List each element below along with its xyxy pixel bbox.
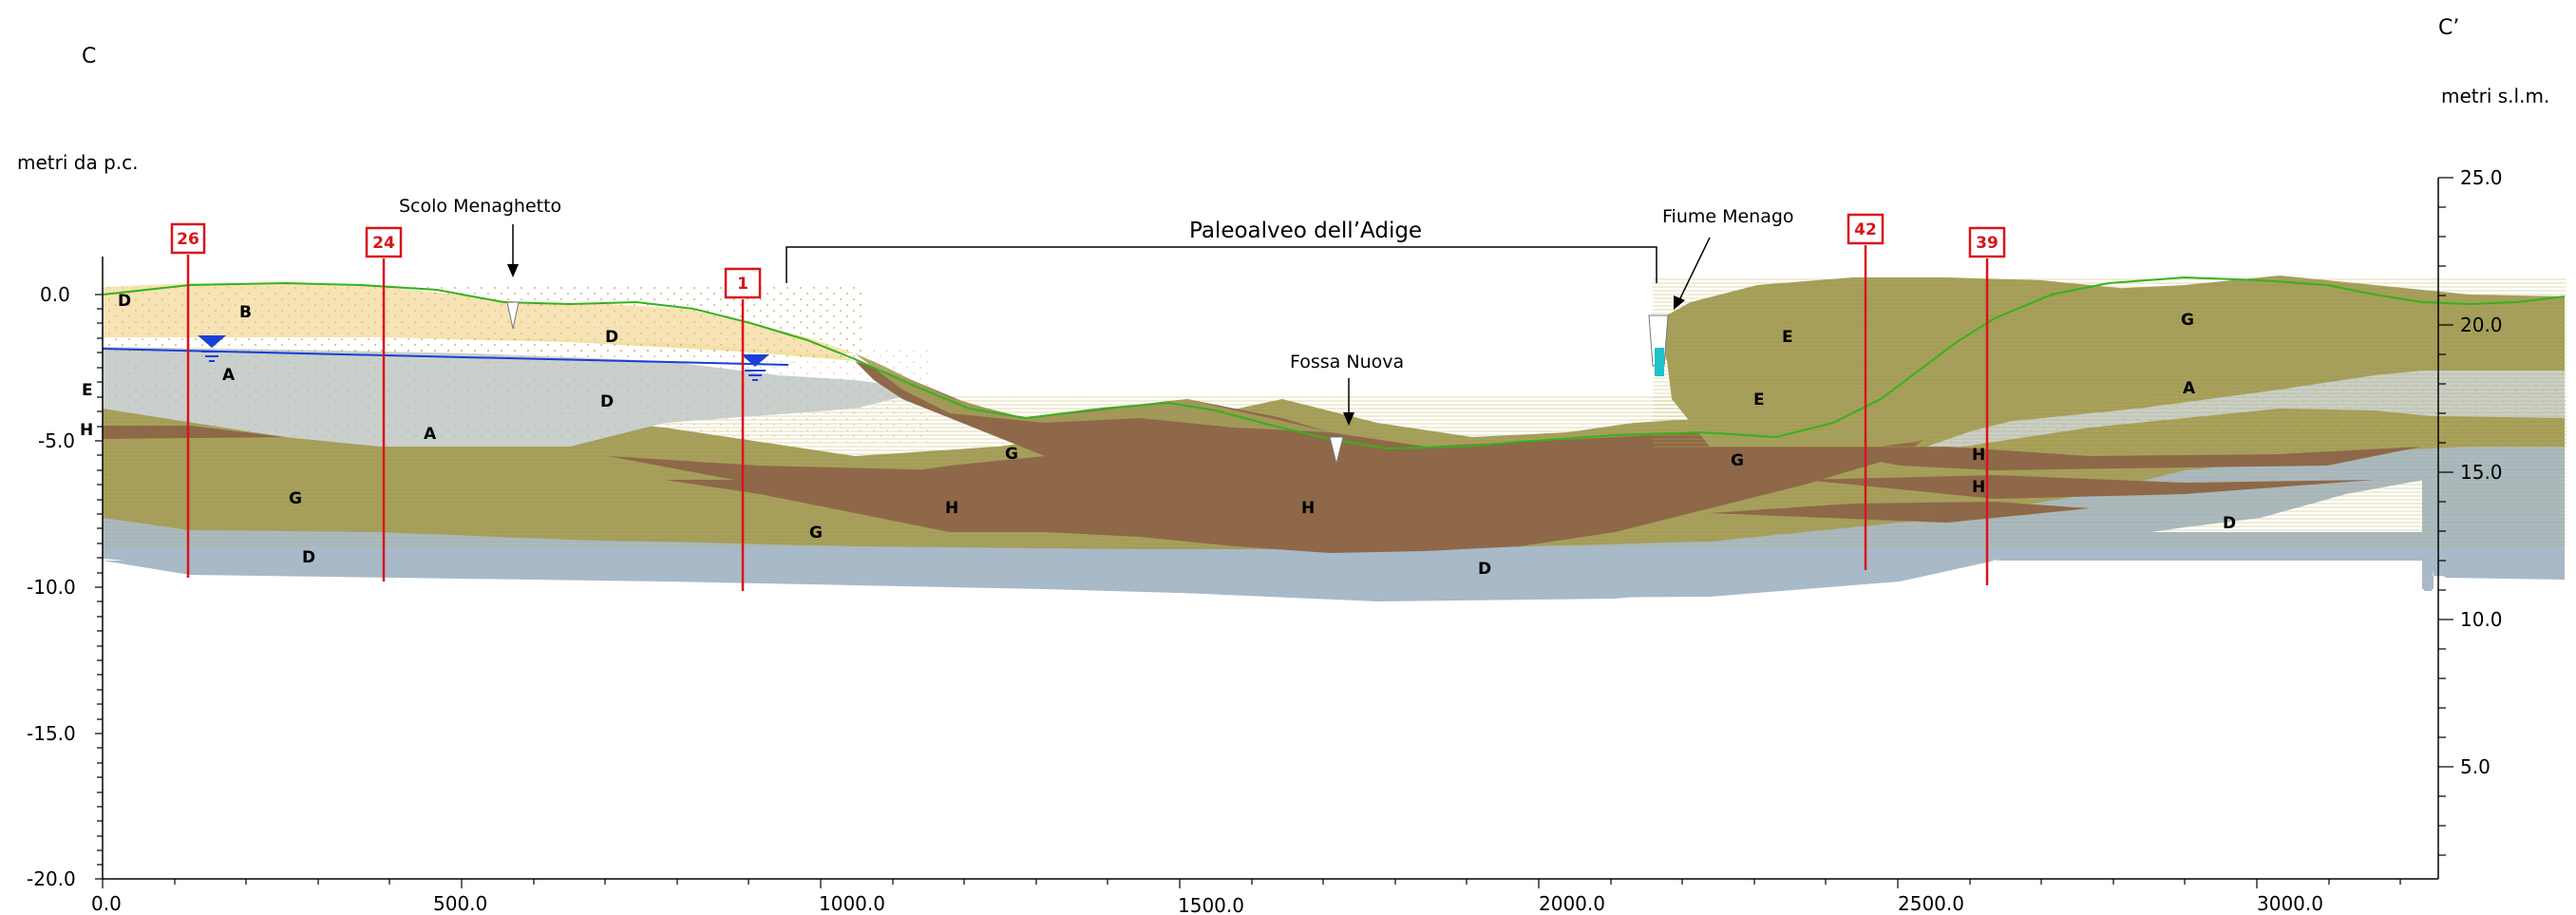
left-tick-label-1: -5.0: [38, 429, 75, 452]
left-axis: [102, 257, 2438, 880]
unit-g-1: G: [289, 489, 302, 508]
well-24-label: 24: [372, 234, 395, 253]
unit-g-3: G: [1005, 445, 1018, 464]
unit-h-1: H: [80, 421, 93, 440]
layer-peat-h-r1: [1805, 447, 2422, 470]
right-tick-label-0: 25.0: [2460, 166, 2503, 189]
scolo-menaghetto-label: Scolo Menaghetto: [399, 196, 561, 217]
right-tick-label-1: 20.0: [2460, 314, 2503, 336]
well-39[interactable]: 39: [1968, 226, 2006, 585]
unit-d-4: D: [302, 548, 315, 567]
right-tick-label-2: 15.0: [2460, 461, 2503, 484]
unit-d-2: D: [605, 328, 618, 347]
well-42-label: 42: [1854, 220, 1877, 239]
stratigraphy: [103, 276, 2567, 601]
bottom-tick-label-0: 0.0: [91, 892, 122, 915]
channel-fossa: [1329, 436, 1344, 465]
unit-e-3: E: [1753, 391, 1765, 410]
fiume-menago-label: Fiume Menago: [1662, 206, 1794, 227]
unit-b: B: [239, 303, 252, 322]
layer-base-clay-main: [103, 409, 2565, 601]
paleoalveo-bracket: [786, 246, 1657, 283]
unit-d-1: D: [118, 292, 131, 311]
unit-a-3: A: [2183, 379, 2196, 398]
channel-scolo: [506, 301, 520, 330]
bottom-tick-label-4: 2000.0: [1539, 892, 1605, 915]
unit-h-2: H: [945, 499, 958, 518]
left-tick-label-0: 0.0: [40, 283, 70, 306]
unit-g-2: G: [809, 524, 823, 543]
layer-peat-h-r3: [1710, 502, 2090, 523]
bottom-tick-label-3: 1500.0: [1178, 894, 1244, 915]
right-tick-label-4: 5.0: [2460, 755, 2491, 778]
right-tick-label-3: 10.0: [2460, 608, 2503, 631]
well-39-label: 39: [1976, 234, 1998, 253]
bottom-tick-label-6: 3000.0: [2257, 892, 2323, 915]
right-axis-ticks: [2438, 177, 2453, 856]
section-start-label: C: [82, 45, 96, 68]
layer-peat-h-r2: [1805, 475, 2375, 499]
water-table-marker-left: [198, 335, 226, 362]
layer-peat-h-1: [103, 426, 285, 439]
water-table-marker-right: [741, 354, 769, 381]
left-tick-label-3: -15.0: [27, 722, 76, 745]
unit-e-2: E: [1782, 328, 1793, 347]
left-tick-label-2: -10.0: [27, 576, 76, 599]
left-tick-label-4: -20.0: [27, 867, 76, 890]
unit-h-4: H: [1972, 446, 1985, 465]
unit-d-3: D: [600, 392, 614, 411]
fossa-nuova-label: Fossa Nuova: [1290, 352, 1404, 372]
well-1-label: 1: [737, 275, 748, 294]
left-axis-title: metri da p.c.: [17, 151, 138, 174]
unit-h-5: H: [1972, 478, 1985, 497]
unit-a-2: A: [424, 425, 437, 444]
paleoalveo-label: Paleoalveo dell’Adige: [1189, 219, 1422, 243]
right-axis-title: metri s.l.m.: [2441, 85, 2549, 107]
unit-g-4: G: [1731, 451, 1744, 470]
unit-d-5: D: [1478, 560, 1491, 579]
bottom-tick-label-5: 2500.0: [1898, 892, 1964, 915]
unit-a-1: A: [222, 366, 236, 385]
layer-peat-h-main: [665, 314, 2137, 553]
unit-h-3: H: [1301, 499, 1315, 518]
well-26-label: 26: [177, 230, 199, 249]
well-1[interactable]: 1: [724, 267, 762, 591]
left-axis-ticks: [95, 294, 103, 880]
channel-fiume: [1648, 315, 1669, 376]
unit-d-6: D: [2223, 514, 2236, 533]
bottom-tick-label-2: 1000.0: [819, 892, 885, 915]
ground-surface-line: [102, 276, 2566, 450]
well-42[interactable]: 42: [1847, 213, 1885, 570]
well-24[interactable]: 24: [365, 226, 403, 581]
unit-g-5: G: [2181, 311, 2194, 330]
layer-cap-olive: [855, 353, 1330, 432]
bottom-axis-ticks: [102, 879, 2401, 888]
well-26[interactable]: 26: [170, 222, 206, 578]
fiume-arrow: [1677, 237, 1711, 303]
section-end-label: C’: [2438, 16, 2459, 40]
unit-e-1: E: [82, 381, 93, 400]
bottom-tick-label-1: 500.0: [433, 892, 487, 915]
